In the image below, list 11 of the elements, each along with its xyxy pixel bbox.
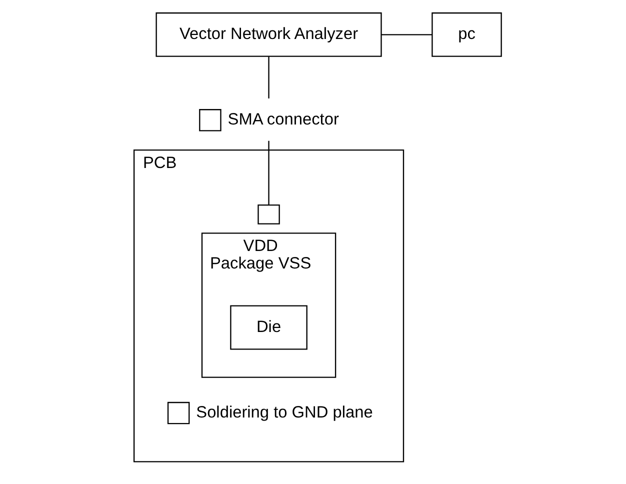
- node-box: [167, 402, 190, 424]
- node-box: [199, 109, 222, 132]
- connector: [268, 140, 270, 205]
- node-box: Vector Network Analyzer: [156, 12, 382, 57]
- node-label: Soldiering to GND plane: [196, 403, 373, 422]
- node-box: Die: [230, 305, 308, 350]
- node-label: SMA connector: [228, 110, 339, 128]
- connector: [381, 34, 432, 36]
- connector: [268, 56, 270, 98]
- node-box: pc: [432, 12, 502, 57]
- node-box: [258, 204, 280, 224]
